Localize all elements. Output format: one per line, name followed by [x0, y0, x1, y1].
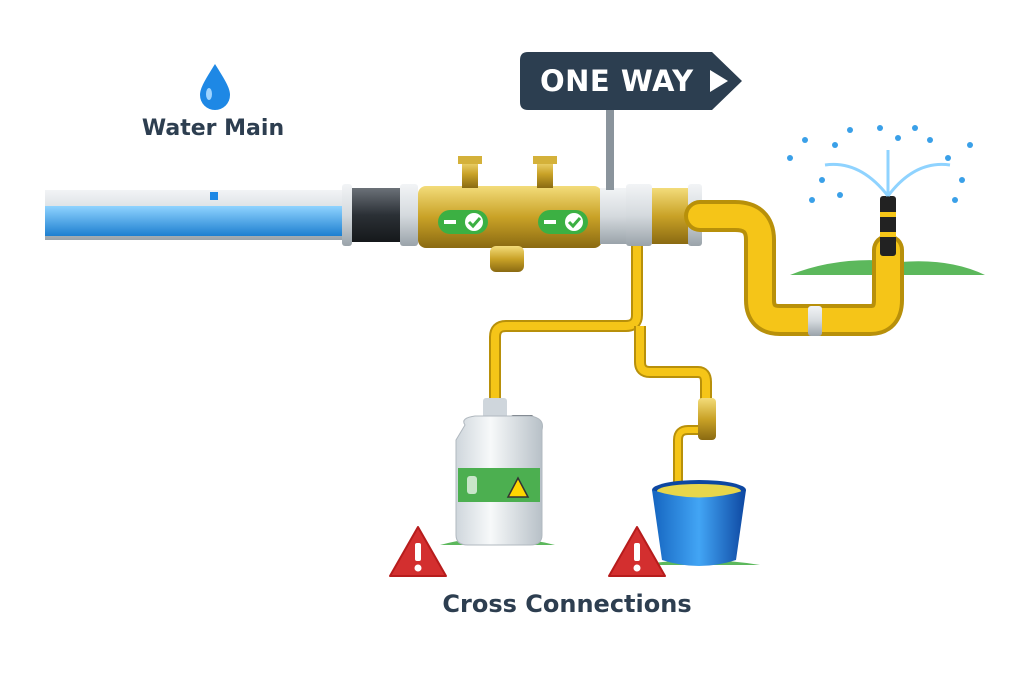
cross-connections-label: Cross Connections — [442, 590, 692, 618]
water-main-label: Water Main — [141, 116, 285, 141]
water-drop-icon — [200, 64, 230, 110]
warning-icon-2 — [608, 526, 666, 577]
warning-icon-1 — [389, 526, 447, 577]
check-valve-1-icon — [438, 210, 488, 234]
bucket — [652, 480, 746, 566]
chemical-jug — [455, 398, 543, 546]
backflow-preventer-valve — [418, 156, 602, 272]
check-valve-2-icon — [538, 210, 588, 234]
one-way-sign — [520, 52, 742, 190]
cross-connection-hoses — [489, 246, 712, 490]
hose-bib-valve — [698, 398, 716, 440]
sprinkler — [787, 125, 973, 256]
hazard-symbol-icon — [467, 476, 477, 494]
warning-sign-icon — [506, 476, 530, 498]
one-way-sign-text: ONE WAY — [540, 64, 694, 98]
pipe-coupling — [342, 184, 352, 246]
water-main-pipe — [45, 190, 350, 240]
arrow-right-icon — [710, 70, 728, 92]
black-coupling — [352, 188, 402, 242]
garden-hose — [684, 200, 904, 336]
